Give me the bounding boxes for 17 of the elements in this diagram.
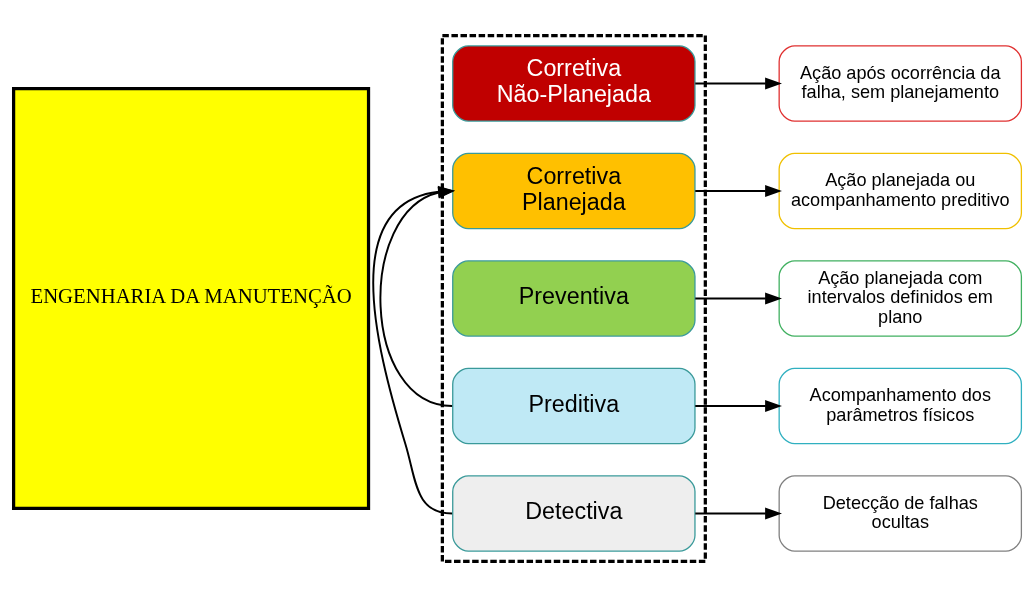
- node-box: ENGENHARIA DA MANUTENÇÃO: [12, 87, 371, 510]
- node-box: Ação após ocorrência da falha, sem planejamento: [778, 45, 1023, 122]
- cluster: [440, 33, 707, 564]
- arrow: [694, 400, 782, 412]
- node-box: Ação planejada com intervalos definidos em plano: [778, 260, 1023, 337]
- node-box: Preditiva: [452, 367, 696, 445]
- arrow: [694, 507, 782, 520]
- node-box: Preventiva: [452, 260, 696, 337]
- arrow: [694, 185, 782, 197]
- node-box: Detectiva: [452, 475, 696, 552]
- arrow: [694, 292, 782, 305]
- node-box: Acompanhamento dos parâmetros físicos: [778, 367, 1023, 445]
- node-box: Corretiva Planejada: [452, 152, 696, 230]
- node-box: Corretiva Não-Planejada: [452, 45, 696, 122]
- node-box: Detecção de falhas ocultas: [778, 475, 1023, 552]
- arrow: [694, 77, 782, 90]
- node-box: Ação planejada ou acompanhamento preditivo: [778, 152, 1023, 230]
